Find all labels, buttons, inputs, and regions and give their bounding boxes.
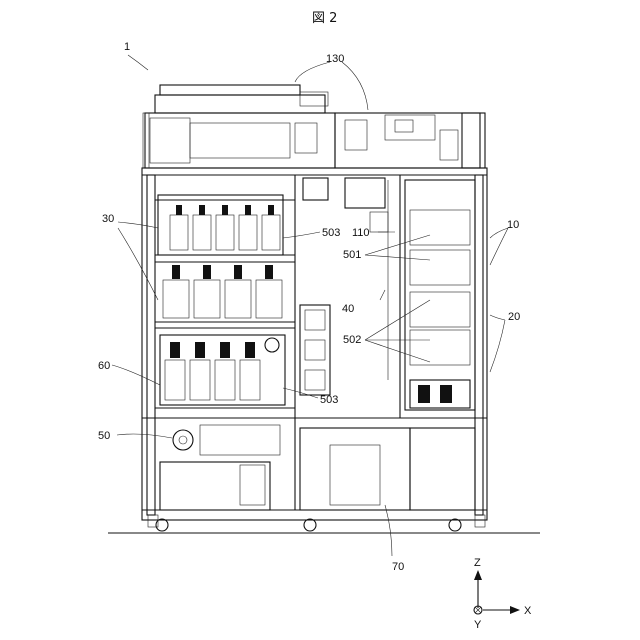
right-trays (405, 180, 475, 410)
x-arrow-icon (510, 606, 520, 614)
top-unit (143, 85, 485, 168)
label-base-70: 70 (392, 561, 404, 573)
label-top-unit: 130 (326, 53, 344, 65)
upper-bottle-shelf (155, 195, 295, 328)
label-bottle-503-lower: 503 (320, 394, 338, 406)
axis-z-label: Z (474, 557, 481, 569)
label-part-60: 60 (98, 360, 110, 372)
lower-bottle-shelf (155, 335, 295, 408)
axis-indicator: Z X Y (474, 557, 532, 631)
label-tray-502: 502 (343, 334, 361, 346)
label-device: 1 (124, 41, 130, 53)
main-frame (142, 168, 487, 520)
mid-mechanism (300, 178, 388, 395)
z-arrow-icon (474, 570, 482, 580)
axis-y-label: Y (474, 619, 482, 631)
label-part-50: 50 (98, 430, 110, 442)
label-part-110: 110 (352, 227, 370, 239)
label-right-20: 20 (508, 311, 520, 323)
figure-title: 図 2 (312, 11, 337, 26)
label-right-panel: 10 (507, 219, 519, 231)
label-bottle-503-upper: 503 (322, 227, 340, 239)
label-part-40: 40 (342, 303, 354, 315)
label-shelves-left: 30 (102, 213, 114, 225)
axis-x-label: X (524, 605, 532, 617)
lower-mechanism (148, 425, 485, 531)
label-bottle-501: 501 (343, 249, 361, 261)
